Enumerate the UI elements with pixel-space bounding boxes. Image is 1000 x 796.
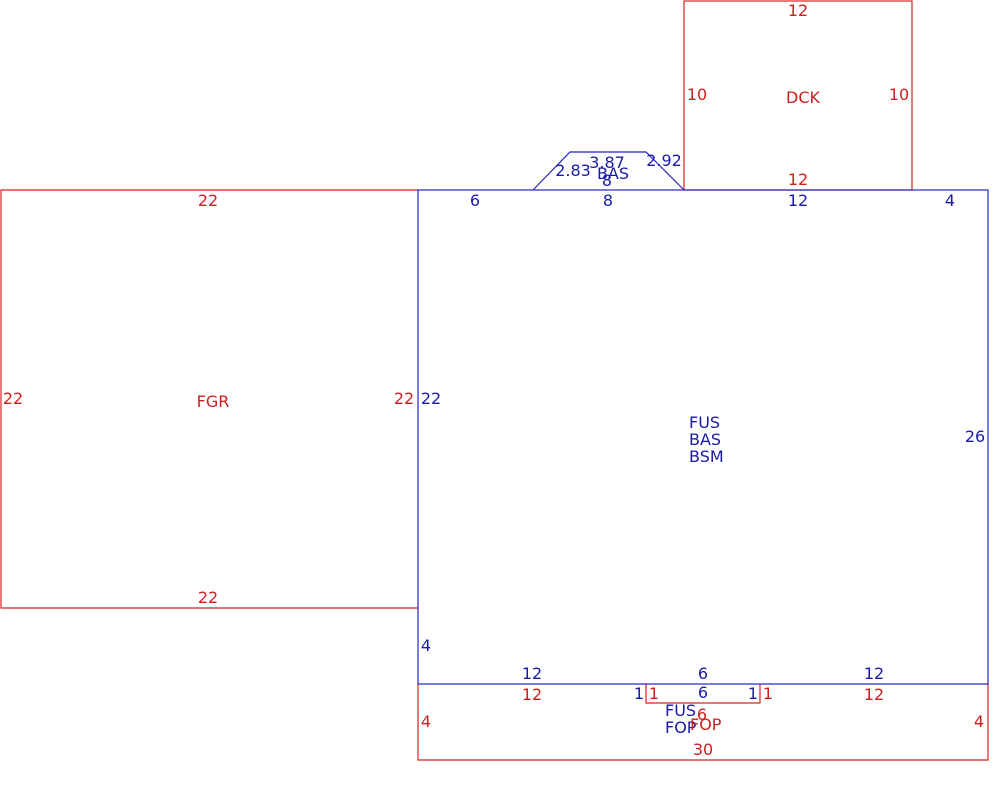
main-top-dim-d: 4 bbox=[945, 191, 955, 210]
fop-notch-left-dim: 1 bbox=[649, 684, 659, 703]
dck-bottom-dim: 12 bbox=[788, 170, 808, 189]
dck-top-dim: 12 bbox=[788, 1, 808, 20]
bay-top-dim: 3.87 bbox=[589, 153, 625, 172]
main-top-dim-a: 6 bbox=[470, 191, 480, 210]
bay-outline bbox=[532, 151, 685, 191]
fgr-outline bbox=[0, 189, 418, 609]
bay-left-dim: 2.83 bbox=[555, 161, 591, 180]
fgr-right-dim: 22 bbox=[394, 389, 414, 408]
fop-label-red: FOP bbox=[690, 715, 722, 734]
main-label-bas: BAS bbox=[689, 430, 721, 449]
notch-label: FUS bbox=[665, 701, 696, 720]
fgr-left-dim: 22 bbox=[3, 389, 23, 408]
fop-notch-right-dim: 1 bbox=[763, 684, 773, 703]
main-right-dim: 26 bbox=[965, 427, 985, 446]
main-house-outline bbox=[417, 189, 989, 685]
notch-top-dim: 6 bbox=[698, 683, 708, 702]
main-bottom-dim-c: 12 bbox=[864, 664, 884, 683]
fop-top-dim-a: 12 bbox=[522, 685, 542, 704]
fgr-label: FGR bbox=[197, 392, 230, 411]
bay-label: BAS bbox=[597, 164, 629, 183]
bay-base-dim: 8 bbox=[602, 171, 612, 190]
bay-right-dim: 2.92 bbox=[646, 151, 682, 170]
main-left-lower-dim: 4 bbox=[421, 636, 431, 655]
notch-inner-left-dim: 1 bbox=[634, 684, 644, 703]
fop-top-dim-c: 12 bbox=[864, 685, 884, 704]
fop-left-dim: 4 bbox=[421, 712, 431, 731]
main-label-fus: FUS bbox=[689, 413, 720, 432]
main-top-dim-b: 8 bbox=[603, 191, 613, 210]
main-top-dim-c: 12 bbox=[788, 191, 808, 210]
notch-outline bbox=[645, 684, 761, 704]
fgr-top-dim: 22 bbox=[198, 191, 218, 210]
fop-outline bbox=[417, 684, 989, 761]
fop-label-blue: FOP bbox=[665, 718, 697, 737]
fop-bottom-dim: 30 bbox=[693, 740, 713, 759]
main-bottom-dim-b: 6 bbox=[698, 664, 708, 683]
notch-inner-right-dim: 1 bbox=[748, 684, 758, 703]
dck-right-dim: 10 bbox=[889, 85, 909, 104]
dck-label: DCK bbox=[786, 88, 820, 107]
dck-left-dim: 10 bbox=[687, 85, 707, 104]
main-bottom-dim-a: 12 bbox=[522, 664, 542, 683]
fop-right-dim: 4 bbox=[974, 712, 984, 731]
main-label-bsm: BSM bbox=[689, 447, 724, 466]
fgr-bottom-dim: 22 bbox=[198, 588, 218, 607]
notch-dim: 6 bbox=[697, 705, 707, 724]
main-left-upper-dim: 22 bbox=[421, 389, 441, 408]
